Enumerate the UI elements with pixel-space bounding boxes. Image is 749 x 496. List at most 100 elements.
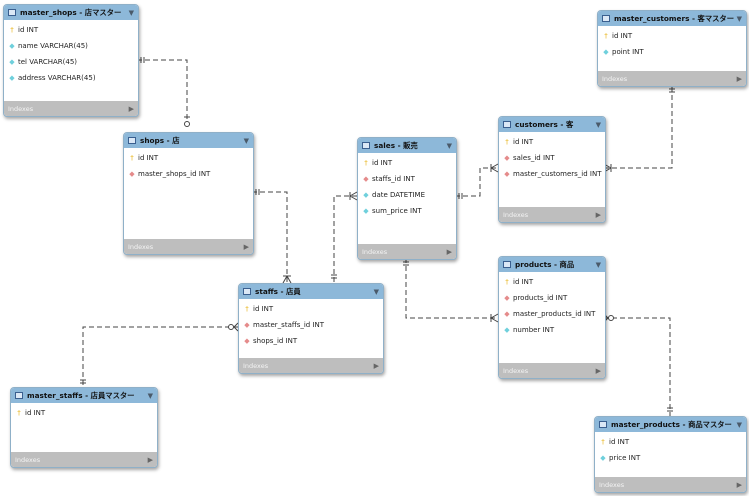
relation-staffs-master-staffs[interactable] xyxy=(82,326,238,387)
column-row[interactable]: †id INT xyxy=(124,150,253,166)
expand-arrow-icon[interactable]: ▶ xyxy=(736,74,742,83)
column-list: †id INT◆master_shops_id INT xyxy=(124,148,253,239)
column-row[interactable]: †id INT xyxy=(499,134,605,150)
table-header[interactable]: master_shops - 店マスター▼ xyxy=(4,5,138,20)
column-row[interactable]: ◆master_customers_id INT xyxy=(499,166,605,182)
column-row[interactable]: ◆point INT xyxy=(598,44,746,60)
column-row[interactable]: ◆master_staffs_id INT xyxy=(239,317,383,333)
column-row[interactable]: †id INT xyxy=(499,274,605,290)
table-icon xyxy=(503,121,511,128)
column-list: †id INT◆point INT xyxy=(598,26,746,71)
foreign-key-icon: ◆ xyxy=(504,309,510,318)
expand-arrow-icon[interactable]: ▶ xyxy=(147,455,153,464)
column-row[interactable]: ◆staffs_id INT xyxy=(358,171,456,187)
column-row[interactable]: †id INT xyxy=(4,22,138,38)
table-header[interactable]: products - 商品▼ xyxy=(499,257,605,272)
relation-sales-staffs[interactable] xyxy=(333,195,357,283)
column-row[interactable]: ◆sales_id INT xyxy=(499,150,605,166)
column-row[interactable]: † id INT xyxy=(11,405,157,421)
relation-staffs-shops[interactable] xyxy=(252,191,288,283)
primary-key-icon: † xyxy=(505,137,509,146)
table-header[interactable]: customers - 客▼ xyxy=(499,117,605,132)
relation-shops-master-shops[interactable] xyxy=(137,59,188,124)
expand-arrow-icon[interactable]: ▶ xyxy=(595,366,601,375)
collapse-caret-icon[interactable]: ▼ xyxy=(243,136,249,145)
column-label: id INT xyxy=(18,26,39,34)
primary-key-icon: † xyxy=(17,408,21,417)
table-customers[interactable]: customers - 客▼ †id INT◆sales_id INT◆maste… xyxy=(498,116,606,223)
foreign-key-icon: ◆ xyxy=(504,153,510,162)
table-master-products[interactable]: master_products - 商品マスター▼ †id INT◆price I… xyxy=(594,416,747,493)
table-products[interactable]: products - 商品▼ †id INT◆products_id INT◆ma… xyxy=(498,256,606,379)
table-icon xyxy=(128,137,136,144)
collapse-caret-icon[interactable]: ▼ xyxy=(595,120,601,129)
relation-products-sales[interactable] xyxy=(405,258,498,319)
indexes-section[interactable]: Indexes▶ xyxy=(598,71,746,86)
table-header[interactable]: master_products - 商品マスター▼ xyxy=(595,417,746,432)
column-row[interactable]: ◆shops_id INT xyxy=(239,333,383,349)
indexes-section[interactable]: Indexes ▶ xyxy=(499,207,605,222)
column-label: master_staffs_id INT xyxy=(253,321,325,329)
indexes-section[interactable]: Indexes▶ xyxy=(4,101,138,116)
table-header[interactable]: master_customers - 客マスター▼ xyxy=(598,11,746,26)
table-icon xyxy=(503,261,511,268)
indexes-section[interactable]: Indexes▶ xyxy=(239,358,383,373)
indexes-section[interactable]: Indexes▶ xyxy=(358,244,456,259)
table-header[interactable]: staffs - 店員▼ xyxy=(239,284,383,299)
column-row[interactable]: ◆number INT xyxy=(499,322,605,338)
column-label: id INT xyxy=(25,409,46,417)
column-row[interactable]: †id INT xyxy=(595,434,746,450)
relation-customers-master-customers[interactable] xyxy=(604,85,673,169)
primary-key-icon: † xyxy=(364,158,368,167)
indexes-section[interactable]: Indexes▶ xyxy=(499,363,605,378)
expand-arrow-icon[interactable]: ▶ xyxy=(446,247,452,256)
primary-key-icon: † xyxy=(604,31,608,40)
expand-arrow-icon[interactable]: ▶ xyxy=(595,210,601,219)
table-master-shops[interactable]: master_shops - 店マスター▼ †id INT◆name VARCHA… xyxy=(3,4,139,117)
indexes-section[interactable]: Indexes▶ xyxy=(595,477,746,492)
column-label: price INT xyxy=(609,454,641,462)
column-row[interactable]: ◆sum_price INT xyxy=(358,203,456,219)
table-icon xyxy=(602,15,610,22)
column-row[interactable]: ◆price INT xyxy=(595,450,746,466)
column-row[interactable]: †id INT xyxy=(239,301,383,317)
expand-arrow-icon[interactable]: ▶ xyxy=(128,104,134,113)
table-header[interactable]: shops - 店▼ xyxy=(124,133,253,148)
column-row[interactable]: ◆address VARCHAR(45) xyxy=(4,70,138,86)
table-header[interactable]: master_staffs - 店員マスター▼ xyxy=(11,388,157,403)
indexes-label: Indexes xyxy=(503,210,529,219)
column-row[interactable]: †id INT xyxy=(358,155,456,171)
column-label: name VARCHAR(45) xyxy=(18,42,88,50)
column-row[interactable]: ◆name VARCHAR(45) xyxy=(4,38,138,54)
many-marker xyxy=(349,195,358,201)
indexes-section[interactable]: Indexes▶ xyxy=(11,452,157,467)
collapse-caret-icon[interactable]: ▼ xyxy=(736,420,742,429)
expand-arrow-icon[interactable]: ▶ xyxy=(243,242,249,251)
table-master-staffs[interactable]: master_staffs - 店員マスター▼ † id INT Indexes▶ xyxy=(10,387,158,468)
column-row[interactable]: ◆tel VARCHAR(45) xyxy=(4,54,138,70)
relation-customers-sales[interactable] xyxy=(455,167,498,197)
many-marker xyxy=(490,313,499,319)
collapse-caret-icon[interactable]: ▼ xyxy=(736,14,742,23)
table-master-customers[interactable]: master_customers - 客マスター▼†id INT◆point I… xyxy=(597,10,747,87)
expand-arrow-icon[interactable]: ▶ xyxy=(736,480,742,489)
table-staffs[interactable]: staffs - 店員▼†id INT◆master_staffs_id INT… xyxy=(238,283,384,374)
collapse-caret-icon[interactable]: ▼ xyxy=(595,260,601,269)
collapse-caret-icon[interactable]: ▼ xyxy=(373,287,379,296)
foreign-key-icon: ◆ xyxy=(244,320,250,329)
table-header[interactable]: sales - 販売▼ xyxy=(358,138,456,153)
collapse-caret-icon[interactable]: ▼ xyxy=(147,391,153,400)
indexes-section[interactable]: Indexes▶ xyxy=(124,239,253,254)
column-row[interactable]: ◆master_products_id INT xyxy=(499,306,605,322)
table-sales[interactable]: sales - 販売▼ †id INT◆staffs_id INT◆date DA… xyxy=(357,137,457,260)
relation-products-master-products[interactable] xyxy=(604,317,671,416)
table-icon xyxy=(362,142,370,149)
expand-arrow-icon[interactable]: ▶ xyxy=(373,361,379,370)
collapse-caret-icon[interactable]: ▼ xyxy=(446,141,452,150)
column-row[interactable]: ◆master_shops_id INT xyxy=(124,166,253,182)
column-row[interactable]: ◆date DATETIME xyxy=(358,187,456,203)
column-row[interactable]: ◆products_id INT xyxy=(499,290,605,306)
column-row[interactable]: †id INT xyxy=(598,28,746,44)
collapse-caret-icon[interactable]: ▼ xyxy=(128,8,134,17)
